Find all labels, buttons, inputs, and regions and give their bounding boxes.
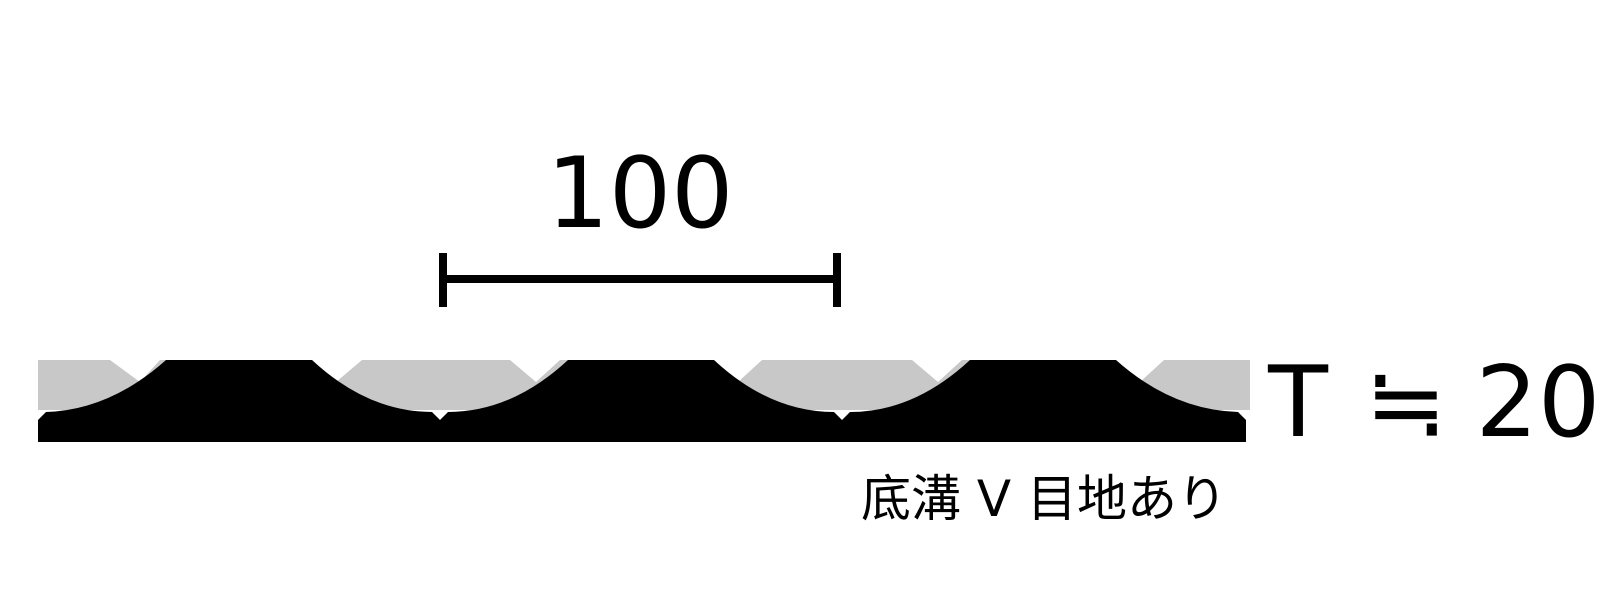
thickness-value-label: 20 <box>1476 346 1600 460</box>
face-chamfer <box>510 360 560 382</box>
face-chamfer <box>712 360 762 382</box>
face-chamfer <box>912 360 962 382</box>
board-profile <box>38 360 1246 442</box>
face-chamfer <box>1114 360 1164 382</box>
face-chamfer <box>312 360 362 382</box>
pitch-dimension <box>439 253 841 307</box>
pitch-value-label: 100 <box>546 137 733 251</box>
approx-symbol: ≒ <box>1365 346 1447 460</box>
face-chamfer <box>110 360 160 382</box>
groove-note: 底溝 V 目地あり <box>861 470 1227 528</box>
thickness-symbol: T <box>1267 346 1329 460</box>
